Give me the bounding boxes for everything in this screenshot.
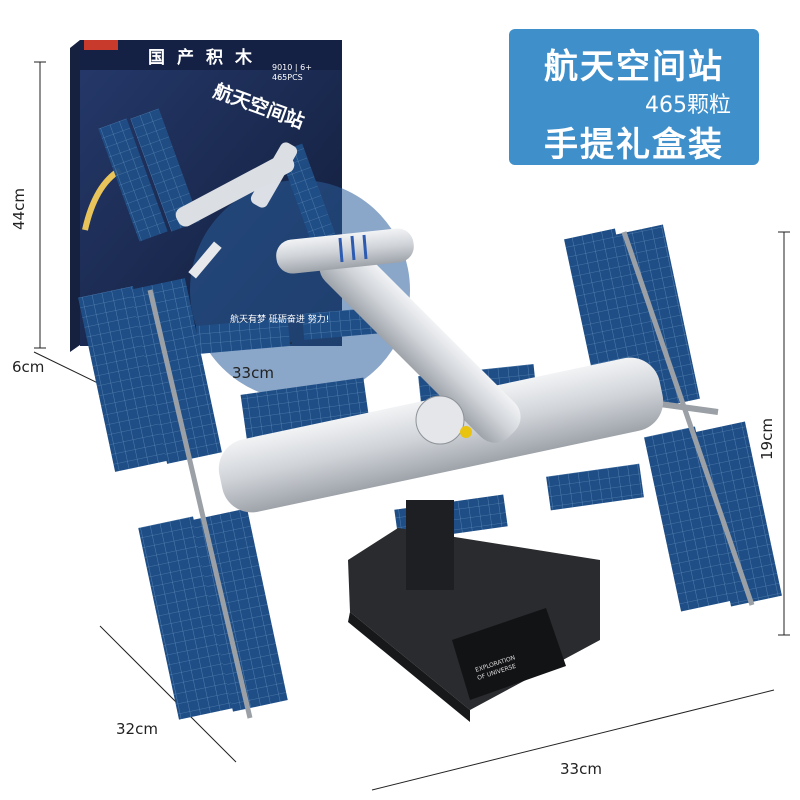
model-depth-label: 32cm (116, 720, 158, 738)
banner-piece-count: 465颗粒 (645, 93, 731, 118)
box-pieces: 465PCS (272, 73, 303, 82)
box-width-label: 33cm (232, 364, 274, 382)
box-brand-line: 国产积木 (148, 47, 264, 68)
box-slogan: 航天有梦 砥砺奋进 努力! (230, 313, 329, 325)
info-banner: 航天空间站 465颗粒 手提礼盒装 (509, 29, 759, 165)
model-height-label: 19cm (758, 418, 776, 460)
banner-packaging: 手提礼盒装 (544, 125, 724, 165)
dimension-lines (33, 61, 790, 791)
station-model (78, 224, 782, 722)
box-depth-label: 6cm (12, 358, 45, 376)
base-plaque (452, 608, 566, 700)
gift-box (70, 40, 410, 400)
brand-logo (84, 40, 118, 50)
banner-title: 航天空间站 (544, 47, 724, 87)
box-item-no: 9010 | 6+ (272, 63, 312, 72)
box-height-label: 44cm (10, 188, 28, 230)
model-width-label: 33cm (560, 760, 602, 778)
